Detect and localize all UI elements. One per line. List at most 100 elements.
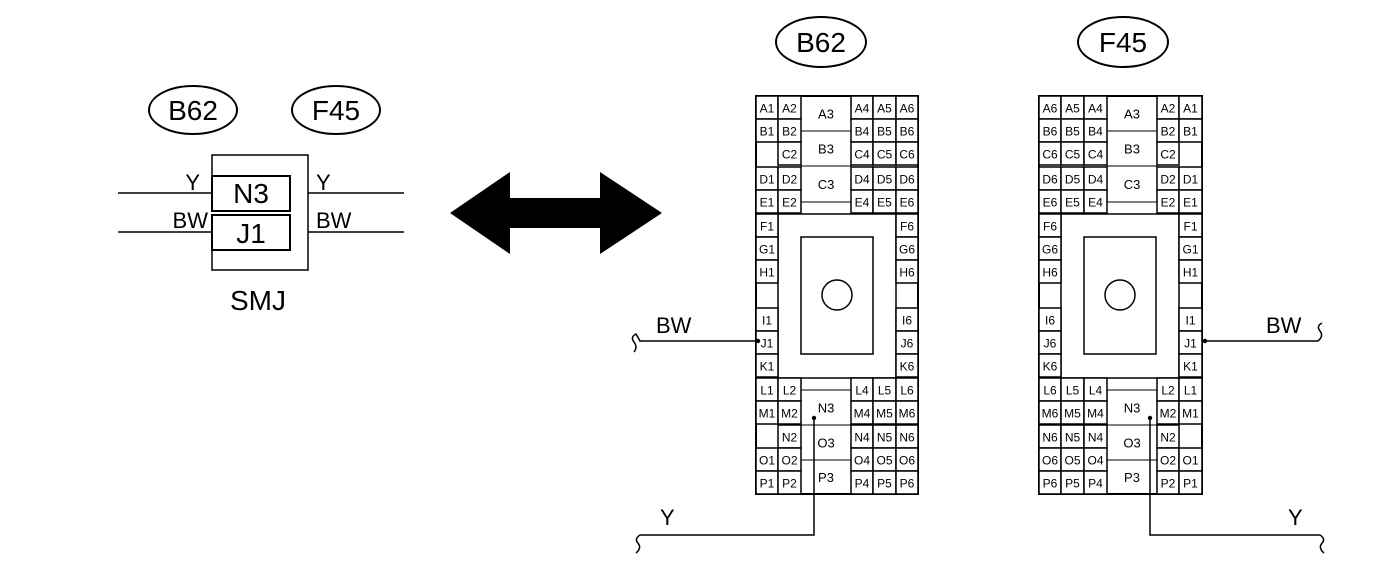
smj-housing — [211, 154, 309, 271]
b62-pin-label: P6 — [900, 477, 915, 491]
f45-pin-label: C6 — [1042, 148, 1058, 162]
b62-pin-p6 — [895, 470, 919, 495]
b62-pin-label: N3 — [818, 401, 835, 416]
f45-pin-c2 — [1156, 141, 1180, 166]
f45-pin-label: L2 — [1161, 384, 1175, 398]
b62-wire-bw — [631, 333, 758, 353]
b62-n3-dot — [811, 415, 817, 421]
b62-pin-label: D4 — [854, 173, 870, 187]
f45-pin-label: N3 — [1124, 401, 1141, 416]
f45-pin-c4 — [1083, 141, 1108, 166]
b62-pin-label: L5 — [878, 384, 892, 398]
b62-lock-hole — [821, 279, 853, 311]
f45-pin-label: O5 — [1064, 454, 1080, 468]
f45-wire-bw-label: BW — [1266, 313, 1302, 338]
b62-pin-label: A5 — [877, 102, 892, 116]
smj-b62-oval — [148, 85, 238, 135]
f45-pin-label: B4 — [1088, 125, 1103, 139]
f45-pin-e1 — [1178, 189, 1203, 214]
b62-pin-label: B6 — [900, 125, 915, 139]
b62-pin-label: B5 — [877, 125, 892, 139]
b62-pin-label: N2 — [782, 431, 798, 445]
b62-pin-label: M6 — [899, 407, 916, 421]
b62-j1-dot — [755, 338, 761, 344]
f45-oval — [1077, 16, 1169, 68]
b62-pin-label: O5 — [876, 454, 892, 468]
f45-pin-label: N2 — [1160, 431, 1176, 445]
f45-pin-label: L4 — [1089, 384, 1103, 398]
f45-lock-hole — [1104, 279, 1136, 311]
b62-pin-label: F1 — [760, 220, 774, 234]
f45-pin-label: A6 — [1043, 102, 1058, 116]
f45-pin-label: N5 — [1065, 431, 1081, 445]
b62-pin-label: P5 — [877, 477, 892, 491]
f45-pin-b1 — [1178, 118, 1203, 143]
b62-pin-h1 — [755, 259, 779, 284]
b62-pin-label: A2 — [782, 102, 797, 116]
f45-pin-label: A2 — [1161, 102, 1176, 116]
f45-pin-label: D2 — [1160, 173, 1176, 187]
f45-pin-label: P6 — [1043, 477, 1058, 491]
b62-pin-label: D2 — [782, 173, 798, 187]
b62-pin-label: L2 — [783, 384, 797, 398]
b62-pin-e6 — [895, 189, 919, 214]
f45-wire-y-label: Y — [1288, 505, 1303, 530]
f45-pin-label: P3 — [1124, 470, 1140, 485]
f45-pin-label: K1 — [1183, 360, 1198, 374]
f45-pin-label: D4 — [1088, 173, 1104, 187]
b62-pin-label: C3 — [818, 177, 835, 192]
f45-pin-label: M4 — [1087, 407, 1104, 421]
f45-pin-h1 — [1178, 259, 1203, 284]
b62-pin-label: D6 — [899, 173, 915, 187]
f45-pin-label: O2 — [1160, 454, 1176, 468]
f45-pin-label: O3 — [1123, 436, 1140, 451]
b62-pin-label: O6 — [899, 454, 915, 468]
b62-pin-label: P3 — [818, 470, 834, 485]
smj-wire-y-left-label: Y — [185, 170, 200, 195]
f45-pin-label: A4 — [1088, 102, 1103, 116]
f45-pin-m1 — [1178, 400, 1203, 425]
b62-pin-label: L6 — [900, 384, 914, 398]
f45-pin-label: C4 — [1088, 148, 1104, 162]
f45-pin-label: B3 — [1124, 142, 1140, 157]
b62-pin-label: E5 — [877, 196, 892, 210]
b62-wire-y-label: Y — [660, 505, 675, 530]
smj-f45-label: F45 — [312, 95, 360, 126]
b62-pin-label: M2 — [781, 407, 798, 421]
f45-wire-y — [1149, 418, 1325, 554]
f45-pin-label: M5 — [1064, 407, 1081, 421]
b62-pin-label: C2 — [782, 148, 798, 162]
b62-pin-label: F6 — [900, 220, 914, 234]
f45-lock-block — [1083, 236, 1157, 355]
smj-wire-bw-left-label: BW — [173, 208, 209, 233]
f45-n3-dot — [1147, 415, 1153, 421]
b62-pin-label: P1 — [760, 477, 775, 491]
f45-pin-label: O6 — [1042, 454, 1058, 468]
double-arrow-icon — [450, 172, 662, 254]
b62-pin-label: P2 — [782, 477, 797, 491]
b62-pin-label: O3 — [817, 436, 834, 451]
b62-pin-label: K1 — [760, 360, 775, 374]
f45-pin-p1 — [1178, 470, 1203, 495]
b62-pin-label: O1 — [759, 454, 775, 468]
b62-pin-label: L1 — [760, 384, 774, 398]
b62-pin-label: E6 — [900, 196, 915, 210]
f45-pin-label: F6 — [1043, 220, 1057, 234]
f45-pin-label: P1 — [1183, 477, 1198, 491]
f45-pin-k6 — [1038, 353, 1062, 378]
b62-pin-label: A3 — [818, 107, 834, 122]
f45-pin-e4 — [1083, 189, 1108, 214]
f45-pin-label: P4 — [1088, 477, 1103, 491]
b62-pin-label: D5 — [877, 173, 893, 187]
b62-pin-label: B2 — [782, 125, 797, 139]
b62-pin-label: O2 — [781, 454, 797, 468]
f45-pin-label: H1 — [1183, 266, 1199, 280]
b62-pin-label: E4 — [855, 196, 870, 210]
f45-pin-label: N4 — [1088, 431, 1104, 445]
f45-pin-label: C2 — [1160, 148, 1176, 162]
smj-b62-label: B62 — [168, 95, 218, 126]
f45-pin-k1 — [1178, 353, 1203, 378]
f45-pin-label: D6 — [1042, 173, 1058, 187]
f45-pin-label: D1 — [1183, 173, 1199, 187]
